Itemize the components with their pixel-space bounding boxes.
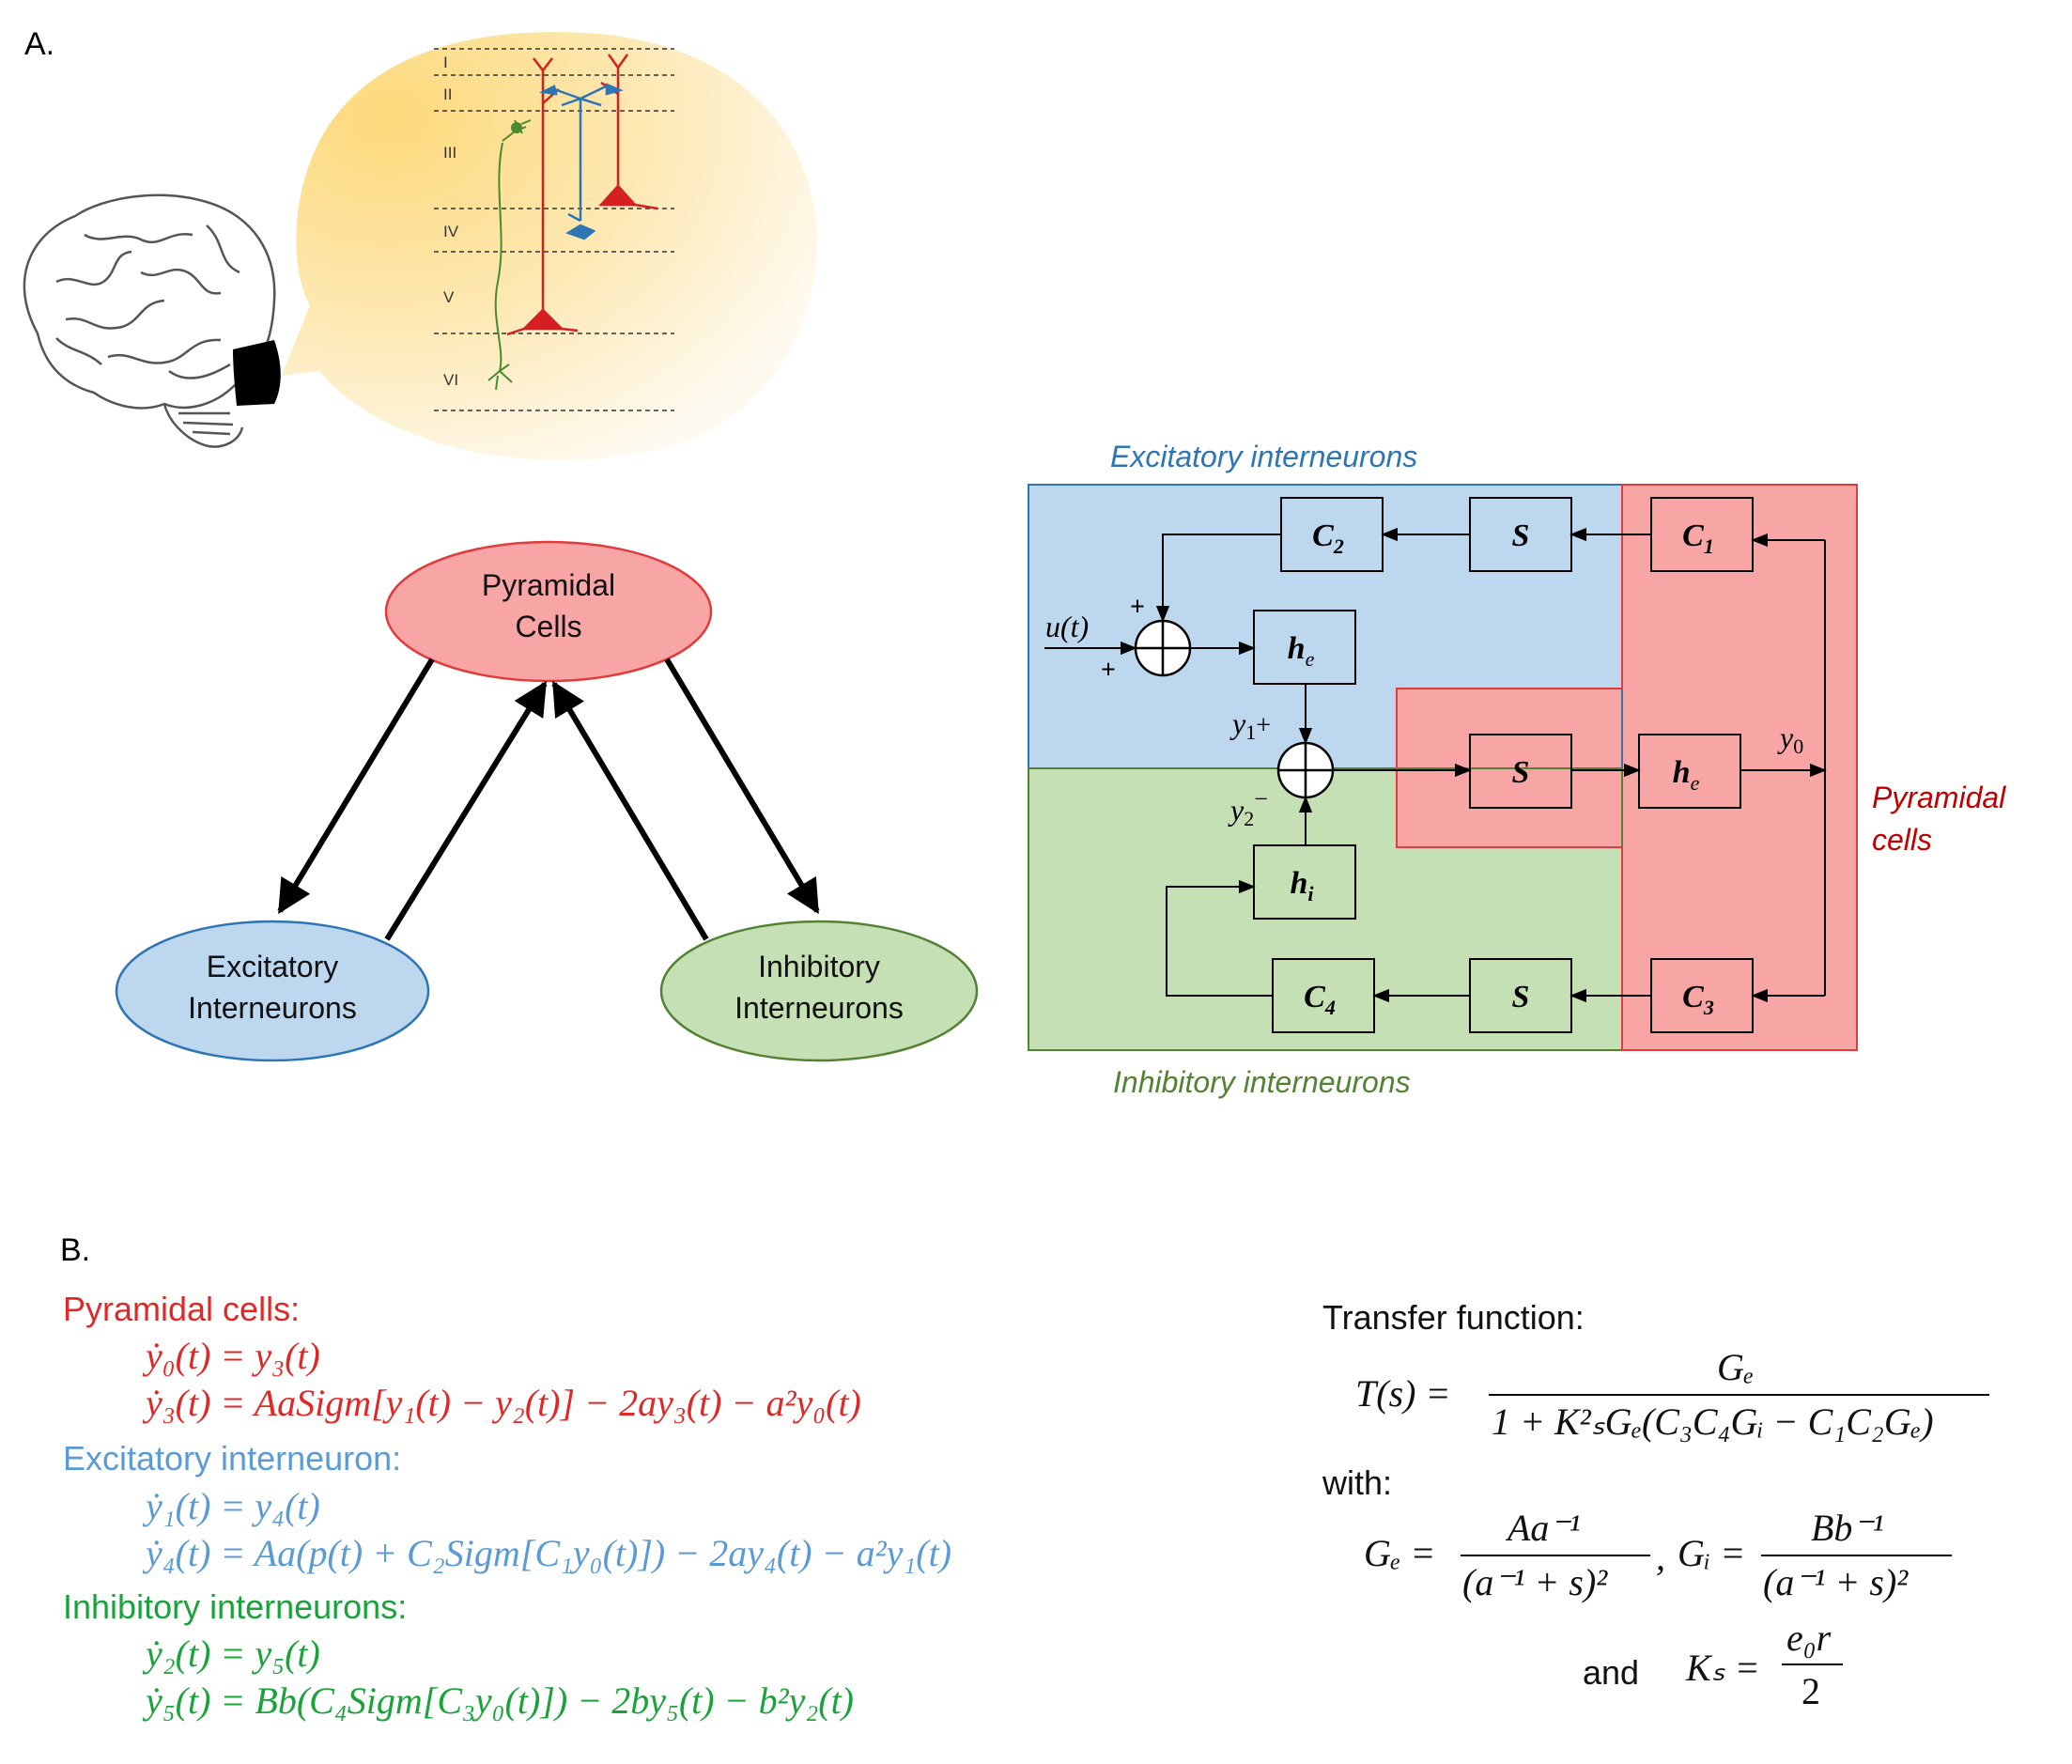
ks-lhs: Kₛ = [1686, 1647, 1760, 1689]
transfer-numerator: Gₑ [1717, 1346, 1755, 1388]
brain-icon [23, 193, 276, 448]
inhibitory-node-label: Interneurons [734, 991, 904, 1025]
pyramidal-neuron-icon [506, 54, 658, 336]
block-s-bot-label: S [1512, 980, 1530, 1014]
sum-junction-top [1134, 619, 1192, 677]
y0-signal-label: y0 [1777, 720, 1803, 758]
transfer-heading: Transfer function: [1322, 1298, 1585, 1337]
layer-label: II [443, 85, 452, 103]
ge-lhs: Gₑ = [1364, 1532, 1436, 1574]
pyramidal-node-label: Cells [515, 610, 581, 643]
block-c3-label: C3 [1682, 980, 1714, 1019]
panel-b-label: B. [60, 1232, 90, 1268]
pyramidal-equation-1: ẏ₀(t) = y₃(t) [146, 1335, 320, 1377]
layer-label: VI [443, 371, 458, 389]
occipital-region [233, 340, 281, 406]
pyramidal-node-label: Pyramidal [482, 568, 615, 602]
comma: , [1656, 1536, 1665, 1578]
inhibitory-equation-2: ẏ₅(t) = Bb(C₄Sigm[C₃y₀(t)]) − 2by₅(t) − … [146, 1679, 855, 1722]
pyramidal-heading: Pyramidal cells: [63, 1290, 301, 1328]
block-c4-label: C4 [1304, 980, 1336, 1019]
gi-numerator: Bb⁻¹ [1811, 1507, 1884, 1549]
excitatory-node-label: Interneurons [188, 991, 357, 1025]
excitatory-heading: Excitatory interneuron: [63, 1439, 402, 1478]
ks-numerator: e₀r [1786, 1617, 1832, 1659]
ge-denominator: (a⁻¹ + s)² [1462, 1561, 1608, 1603]
inhibitory-node-label: Inhibitory [758, 950, 880, 983]
ge-numerator: Aa⁻¹ [1508, 1507, 1581, 1549]
ks-denominator: 2 [1801, 1670, 1820, 1712]
layer-label: IV [443, 223, 459, 240]
zoom-bubble [282, 32, 817, 460]
plus-sign: + [1101, 656, 1116, 685]
layer-label: V [443, 288, 455, 306]
edge-pyr-to-inh [664, 658, 820, 915]
excitatory-equation-1: ẏ₁(t) = y₄(t) [146, 1485, 320, 1527]
with-label: with: [1322, 1463, 1393, 1502]
pyramidal-cells-node [384, 540, 713, 683]
block-s-top-label: S [1512, 518, 1530, 553]
inhibitory-equation-1: ẏ₂(t) = y₅(t) [146, 1632, 320, 1675]
inhibitory-region-title: Inhibitory interneurons [1113, 1065, 1411, 1099]
plus-sign: + [1130, 593, 1145, 622]
input-signal-label: u(t) [1045, 610, 1089, 643]
sum-junction-mid [1276, 741, 1335, 799]
block-hi-label: hi [1290, 866, 1314, 905]
y2-signal-label: y2− [1228, 785, 1268, 830]
excitatory-equation-2: ẏ₄(t) = Aa(p(t) + C₂Sigm[C₁y₀(t)]) − 2ay… [146, 1532, 952, 1574]
gi-lhs: Gᵢ = [1678, 1532, 1746, 1574]
block-he-mid-label: he [1673, 755, 1700, 795]
inhibitory-neuron-icon [487, 119, 532, 391]
pyramidal-region-title: Pyramidal [1872, 781, 2006, 814]
excitatory-interneurons-node [115, 920, 430, 1062]
cortical-layers: I II III IV V VI [434, 48, 674, 411]
edge-inh-to-pyr [551, 680, 709, 941]
edge-exc-to-pyr [384, 680, 548, 941]
spiny-stellate-neuron-icon [538, 83, 624, 240]
block-diagram: Excitatory interneurons Inhibitory inter… [1028, 440, 2006, 1099]
pyramidal-region-title: cells [1872, 823, 1932, 857]
inhibitory-interneurons-node [659, 920, 979, 1062]
gi-denominator: (a⁻¹ + s)² [1763, 1561, 1909, 1603]
block-he-top-label: he [1288, 631, 1315, 671]
y1-signal-label: y1+ [1229, 706, 1271, 744]
edge-pyr-to-exc [277, 658, 435, 915]
transfer-lhs: T(s) = [1355, 1372, 1451, 1415]
layer-label: I [443, 54, 448, 71]
inhibitory-heading: Inhibitory interneurons: [63, 1587, 408, 1626]
excitatory-node-label: Excitatory [207, 950, 338, 983]
panel-a-label: A. [24, 26, 54, 62]
pyramidal-equation-2: ẏ₃(t) = AaSigm[y₁(t) − y₂(t)] − 2ay₃(t) … [146, 1382, 861, 1424]
block-c2-label: C2 [1312, 518, 1344, 558]
network-graph: Pyramidal Cells Excitatory Interneurons … [115, 540, 979, 1062]
transfer-denominator: 1 + K²ₛGₑ(C₃C₄Gᵢ − C₁C₂Gₑ) [1492, 1400, 1934, 1443]
excitatory-region-title: Excitatory interneurons [1110, 440, 1417, 473]
block-c1-label: C1 [1682, 518, 1714, 558]
block-s-mid-label: S [1512, 755, 1530, 790]
layer-label: III [443, 144, 456, 162]
and-label: and [1583, 1653, 1640, 1692]
